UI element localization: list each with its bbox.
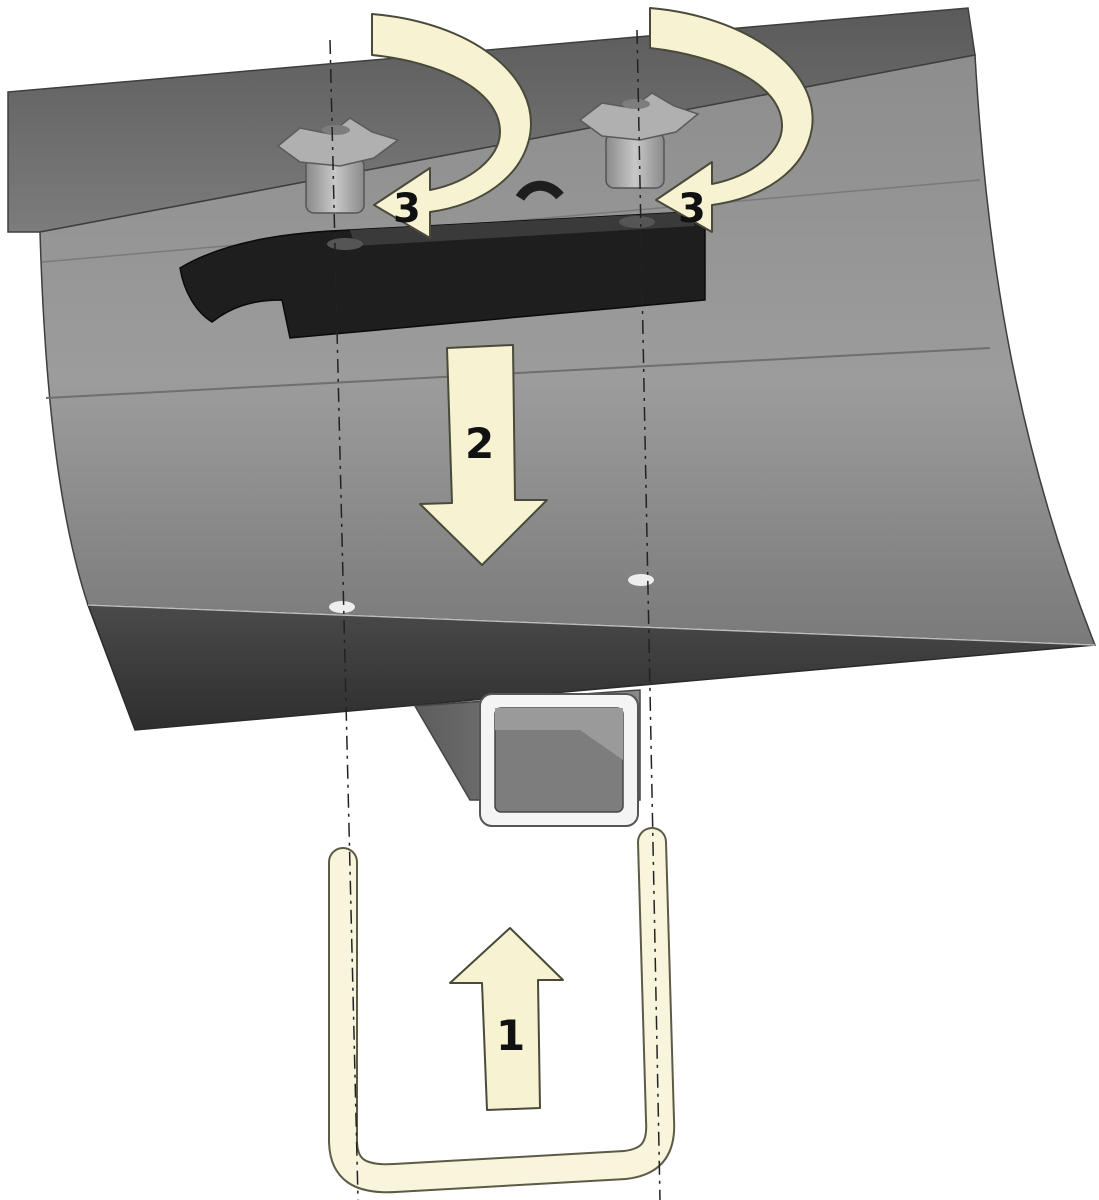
mounting-plate xyxy=(7,7,1097,731)
step-label-2: 2 xyxy=(465,419,494,468)
alignment-line-right xyxy=(636,29,661,1200)
bolt-hole-right xyxy=(628,574,654,586)
straight-arrow-icon xyxy=(419,344,548,566)
receiver-tube xyxy=(413,689,641,827)
plate-bottom-edge xyxy=(87,604,1096,646)
clamp-bracket xyxy=(179,180,706,339)
plate-fold-line xyxy=(45,347,991,399)
plate-front-face xyxy=(39,54,1097,646)
step-label-1: 1 xyxy=(496,1011,525,1060)
rotate-arrow-left xyxy=(371,13,532,239)
star-knob-left xyxy=(276,117,400,214)
up-arrow-icon xyxy=(449,927,564,1111)
star-knob-right xyxy=(578,92,700,189)
bolt-hole-left xyxy=(329,601,355,613)
curved-arrow-icon xyxy=(371,7,814,239)
step-label-3-right: 3 xyxy=(678,186,706,232)
alignment-lines xyxy=(329,29,661,1200)
rotate-arrow-right xyxy=(649,7,814,233)
step-label-3-left: 3 xyxy=(393,186,421,232)
alignment-line-left xyxy=(329,39,359,1200)
